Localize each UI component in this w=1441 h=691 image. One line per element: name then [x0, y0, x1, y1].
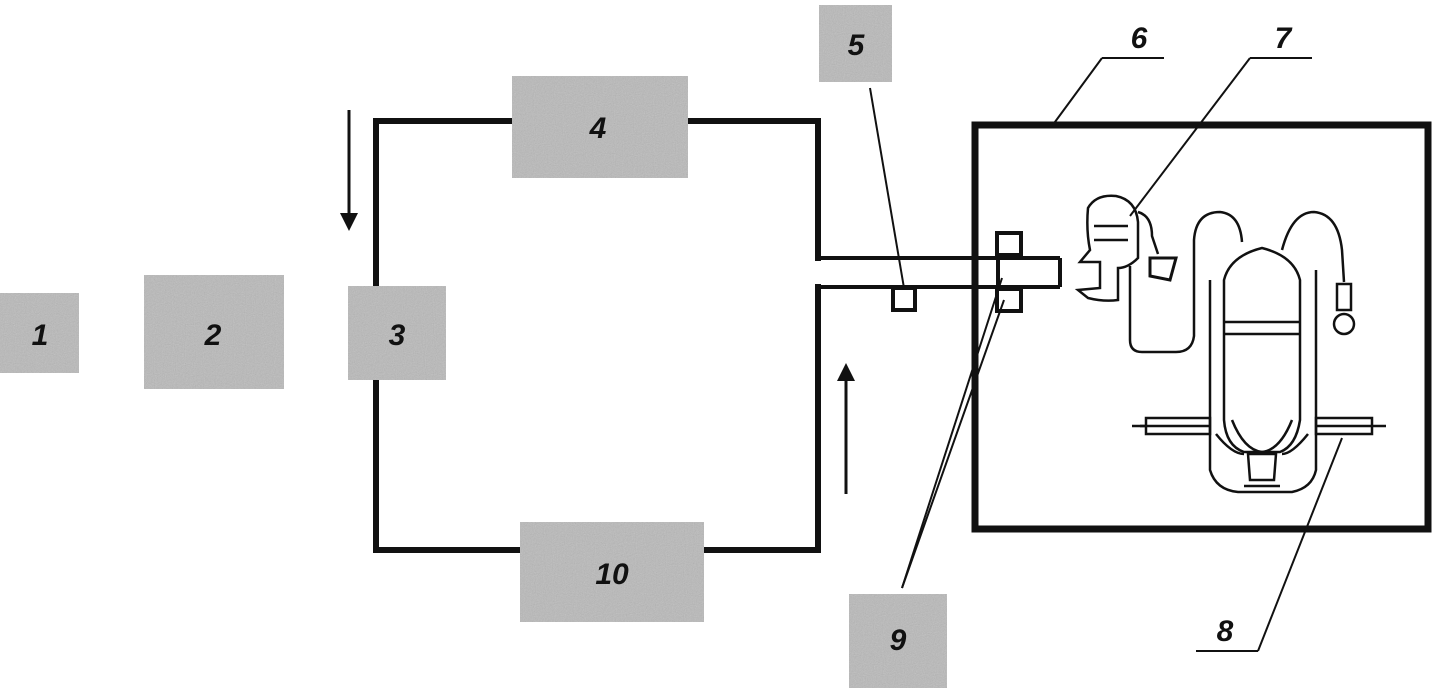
box-2 — [144, 275, 284, 389]
label-4: 4 — [589, 112, 607, 145]
box-5 — [819, 5, 892, 82]
box-10 — [520, 522, 704, 622]
leader-9b — [901, 299, 1005, 589]
leader-9a — [901, 277, 1003, 589]
circulation-loop — [373, 118, 821, 553]
test-chamber — [971, 121, 1432, 533]
box-4 — [512, 76, 688, 178]
box-3 — [348, 286, 446, 380]
box-1 — [0, 293, 79, 373]
label-8: 8 — [1217, 615, 1234, 648]
leader-6 — [1051, 57, 1103, 127]
label-10: 10 — [595, 558, 629, 591]
leader-lines — [869, 57, 1343, 652]
box-9 — [849, 594, 947, 688]
label-2: 2 — [204, 319, 222, 352]
label-3: 3 — [389, 319, 406, 352]
leader-7 — [1129, 57, 1251, 217]
label-9: 9 — [890, 624, 907, 657]
label-7: 7 — [1275, 22, 1293, 55]
connecting-pipe — [818, 256, 1062, 289]
label-1: 1 — [32, 319, 49, 352]
sensor-9-top-square — [995, 231, 1023, 257]
label-6: 6 — [1131, 22, 1148, 55]
leader-5 — [869, 87, 905, 289]
breathing-apparatus-illustration — [1074, 194, 1386, 494]
leader-8 — [1257, 437, 1343, 652]
label-5: 5 — [848, 29, 866, 62]
sensor-5-square — [891, 286, 917, 312]
